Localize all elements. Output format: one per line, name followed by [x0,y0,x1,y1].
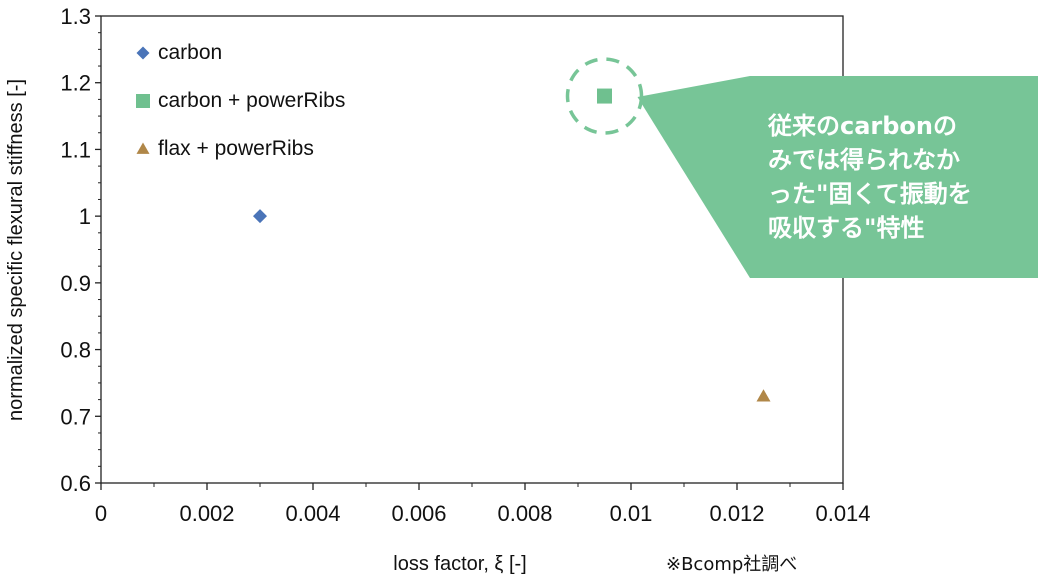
callout-text-line: 従来のcarbonの [767,112,957,140]
legend-marker [136,46,150,60]
source-note: ※Bcomp社調べ [666,554,797,575]
legend-marker [136,94,150,108]
y-tick-label: 1.3 [60,4,91,29]
x-tick-label: 0.002 [179,501,234,526]
ticks: 0.6 0.7 0.8 0.9 1 1.1 1.2 1.3 0 0.002 0.004 0.006 0.… [60,4,870,526]
x-tick-label: 0.012 [709,501,764,526]
x-tick-label: 0 [95,501,107,526]
highlight-circle [565,57,644,135]
callout-text-line: 吸収する"特性 [768,214,925,242]
legend: carbon carbon + powerRibs flax + powerRibs [136,41,345,160]
legend-label: carbon [158,41,222,64]
callout-text-line: みでは得られなか [768,146,960,174]
y-axis-label: normalized specific flexural stiffness [… [5,79,27,421]
callout-text-line: った"固くて振動を [768,180,972,208]
x-axis-label: loss factor, ξ [-] [393,553,526,575]
y-tick-label: 0.8 [60,338,91,363]
data-point-flax-powerribs [756,389,771,402]
y-tick-label: 1 [79,204,91,229]
x-tick-label: 0.014 [815,501,870,526]
data-point-carbon-powerribs [597,88,612,104]
y-tick-label: 1.1 [60,137,91,162]
callout-box [637,76,1038,278]
y-tick-label: 0.6 [60,471,91,496]
legend-marker [136,142,150,154]
legend-label: carbon + powerRibs [158,89,345,112]
y-tick-label: 1.2 [60,71,91,96]
x-tick-label: 0.008 [497,501,552,526]
legend-label: flax + powerRibs [158,137,314,160]
y-tick-label: 0.7 [60,404,91,429]
data-point-carbon [253,209,267,224]
x-tick-label: 0.01 [610,501,653,526]
data-points [253,88,771,402]
y-tick-label: 0.9 [60,271,91,296]
x-tick-label: 0.004 [285,501,340,526]
x-tick-label: 0.006 [391,501,446,526]
